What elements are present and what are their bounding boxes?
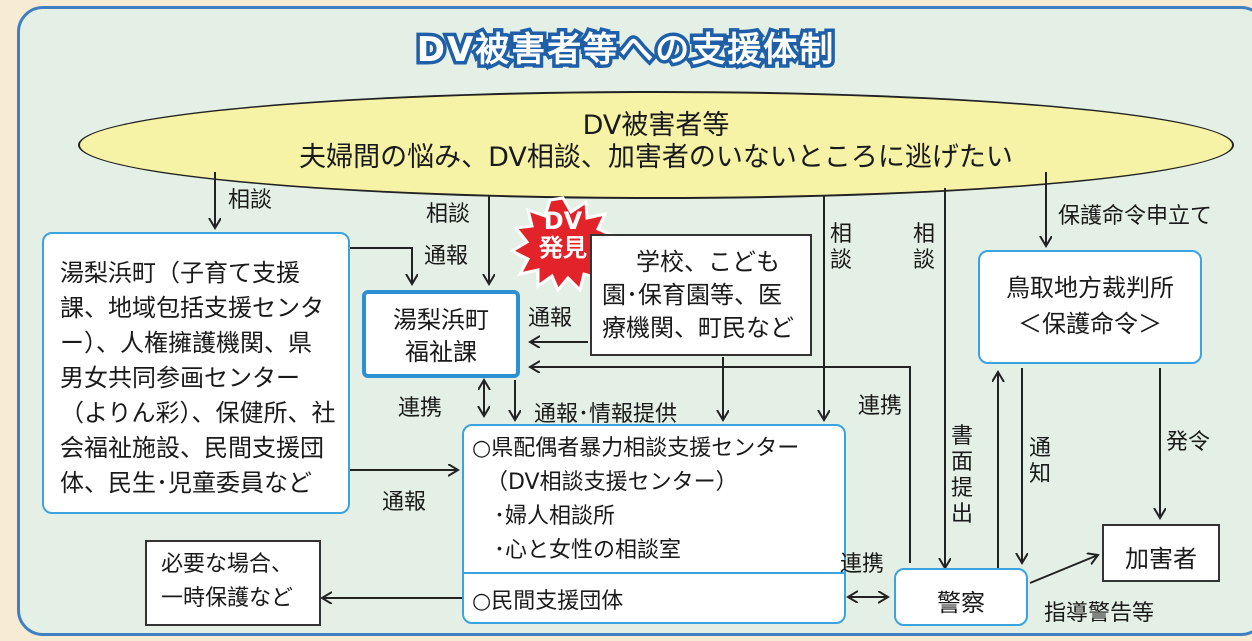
police-label: 警察	[937, 589, 985, 617]
center-line: ○県配偶者暴力相談支援センター	[472, 436, 800, 461]
victim-description: 夫婦間の悩み、DV相談、加害者のいないところに逃げたい	[299, 142, 1013, 173]
welfare-division-box: 湯梨浜町 福祉課	[362, 290, 520, 378]
label-warning: 指導警告等	[1044, 601, 1155, 626]
dv-discovery-badge: DV 発見	[510, 208, 616, 262]
schools-line: 園･保育園等、医	[602, 281, 782, 309]
police-box: 警察	[894, 568, 1028, 626]
victim-heading: DV被害者等	[582, 110, 730, 141]
court-box: 鳥取地方裁判所 ＜保護命令＞	[978, 250, 1202, 364]
support-center-box: ○県配偶者暴力相談支援センター （DV相談支援センター） ･婦人相談所 ･心と女…	[462, 424, 846, 624]
label-consult-vertical-2: 相談	[912, 222, 935, 273]
court-line: 鳥取地方裁判所	[1006, 274, 1174, 302]
court-line: ＜保護命令＞	[1018, 310, 1162, 338]
label-consult-vertical-1: 相談	[829, 222, 852, 273]
town-agencies-line: 男女共同参画センター	[60, 364, 300, 392]
town-agencies-line: 体、民生･児童委員など	[60, 469, 312, 497]
schools-box: 学校、こども 園･保育園等、医 療機関、町民など	[590, 234, 812, 356]
label-notice: 通知	[1028, 436, 1051, 487]
shelter-line: 必要な場合、	[161, 552, 294, 577]
label-issue: 発令	[1166, 430, 1211, 455]
label-report-school: 通報	[528, 306, 573, 331]
label-cooperation-welfare: 連携	[398, 396, 443, 421]
town-agencies-line: 会福祉施設、民間支援団	[60, 434, 324, 462]
perpetrator-label: 加害者	[1125, 545, 1197, 573]
label-cooperation-police: 連携	[840, 552, 885, 577]
page-title: DV被害者等への支援体制	[413, 27, 837, 74]
label-consult-left: 相談	[228, 188, 273, 213]
label-cooperation-right: 連携	[858, 394, 903, 419]
schools-line: 療機関、町民など	[602, 314, 794, 342]
label-protection-order: 保護命令申立て	[1058, 204, 1213, 229]
dv-discovery-badge-shape	[510, 196, 616, 292]
welfare-line: 福祉課	[405, 338, 477, 366]
victim-ellipse: DV被害者等 夫婦間の悩み、DV相談、加害者のいないところに逃げたい	[78, 91, 1234, 199]
town-agencies-box: 湯梨浜町（子育て支援 課、地域包括支援センタ ー）、人権擁護機関、県 男女共同参…	[42, 232, 350, 514]
welfare-line: 湯梨浜町	[393, 306, 489, 334]
center-line: （DV相談支援センター）	[486, 470, 738, 495]
label-written-submission: 書面提出	[950, 424, 973, 527]
label-report-bottom: 通報	[382, 490, 427, 515]
shelter-line: 一時保護など	[161, 586, 294, 611]
schools-line: 学校、こども	[636, 248, 780, 276]
town-agencies-line: （よりん彩）、保健所、社	[60, 399, 336, 427]
perpetrator-box: 加害者	[1102, 524, 1220, 582]
badge-line-2: 発見	[539, 234, 587, 262]
town-agencies-line: 湯梨浜町（子育て支援	[60, 259, 300, 287]
private-support-label: ○民間支援団体	[472, 589, 624, 614]
label-report-info: 通報･情報提供	[534, 402, 678, 427]
center-line: ･婦人相談所	[494, 504, 616, 529]
town-agencies-line: ー）、人権擁護機関、県	[60, 329, 312, 357]
temporary-shelter-box: 必要な場合、 一時保護など	[145, 540, 321, 626]
label-consult-mid: 相談	[426, 202, 471, 227]
label-report-mid: 通報	[424, 244, 469, 269]
badge-line-1: DV	[543, 207, 583, 235]
town-agencies-line: 課、地域包括支援センタ	[60, 294, 324, 322]
center-divider	[464, 572, 844, 574]
center-line: ･心と女性の相談室	[494, 538, 682, 563]
